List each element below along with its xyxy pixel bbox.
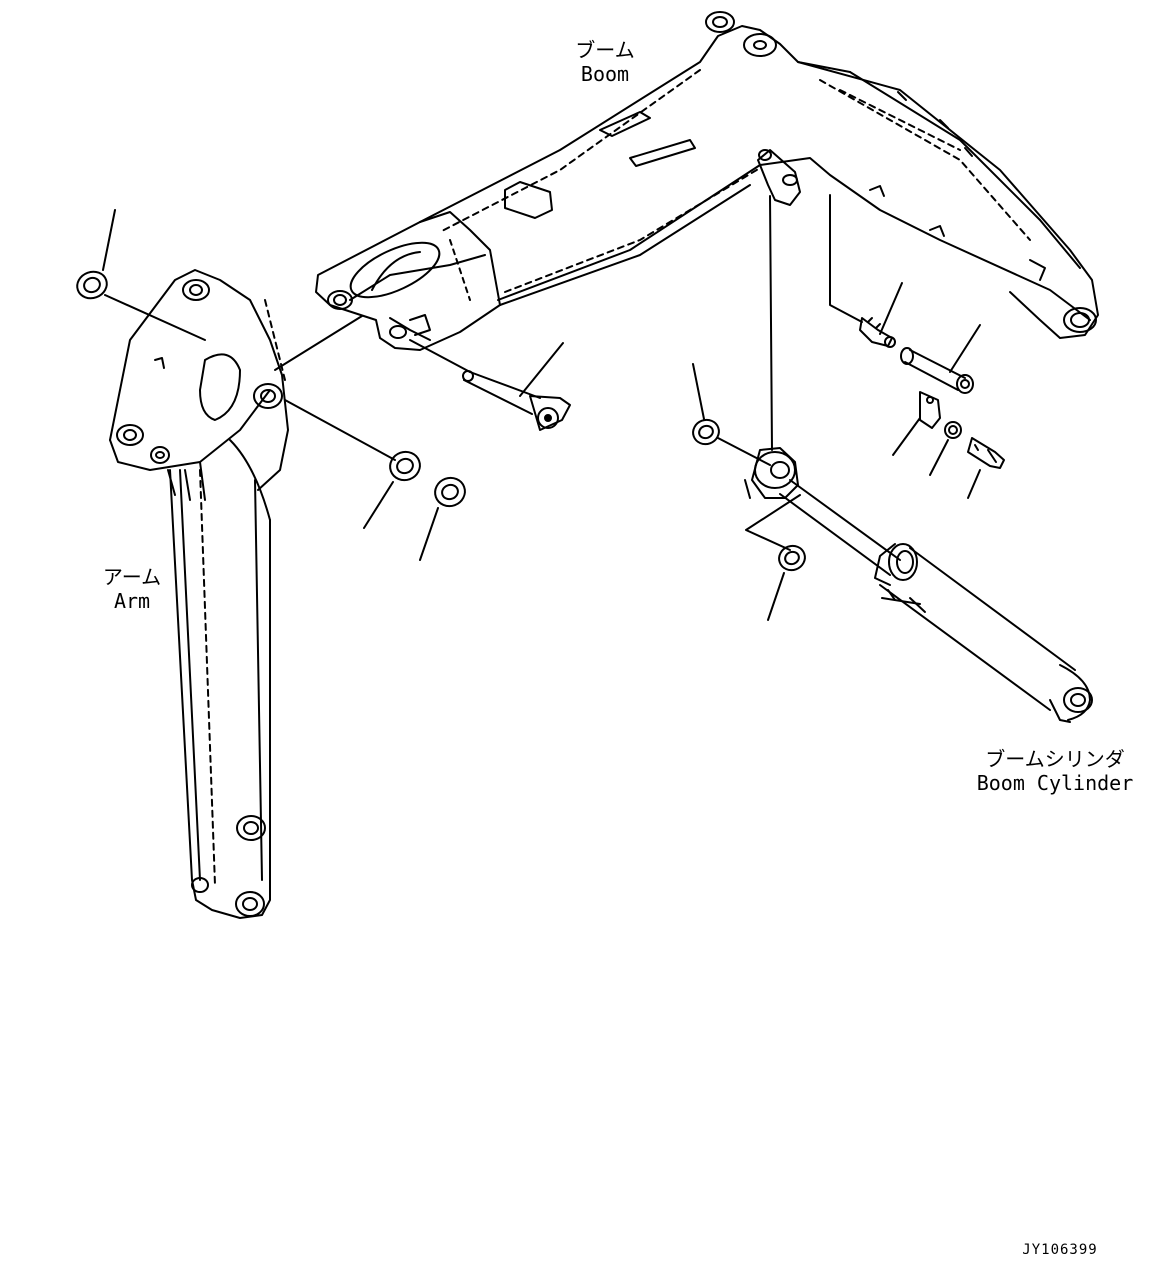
boom-cylinder-label-en: Boom Cylinder <box>976 771 1134 795</box>
boom-cylinder-label-jp: ブームシリンダ <box>985 747 1125 771</box>
arm-label-en: Arm <box>113 589 151 613</box>
boom-cylinder-drawing <box>745 196 1092 722</box>
arm-label-jp: アーム <box>102 565 162 589</box>
arm-label: アーム Arm <box>90 565 174 613</box>
arm-drawing <box>110 270 288 918</box>
boom-drawing <box>316 12 1098 350</box>
boom-foot-pin-assembly <box>275 316 570 460</box>
washer-group-left <box>73 210 468 560</box>
washer-group-right <box>690 364 809 620</box>
boom-label-jp: ブーム <box>575 38 635 62</box>
boom-label-en: Boom <box>580 62 630 86</box>
hidden-lines <box>505 90 960 292</box>
cylinder-pin-parts <box>830 195 1004 498</box>
boom-cylinder-label: ブームシリンダ Boom Cylinder <box>960 747 1150 795</box>
boom-label: ブーム Boom <box>560 38 650 86</box>
drawing-code: JY106399 <box>1022 1242 1098 1258</box>
